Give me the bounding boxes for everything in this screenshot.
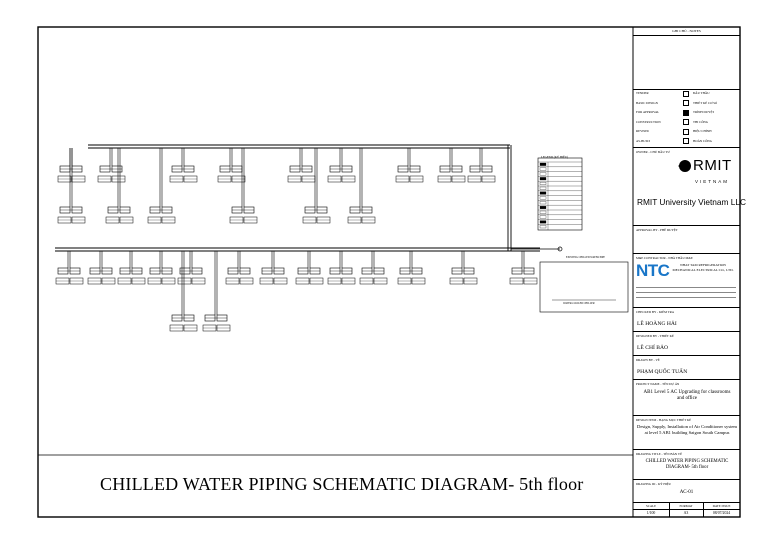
legend-symbol [539,186,547,190]
notes-area-line [633,89,740,90]
equipment-note: WATER-COOLED CHILLER [563,302,595,305]
fan-coil-units [55,148,538,332]
status-divider [633,147,740,148]
project-divider [633,415,740,416]
legend-symbol [539,167,547,171]
contractor-address-lines [636,284,736,298]
designed-divider [633,355,740,356]
contractor-logo: NTC [636,261,670,280]
contractor-label: M&E CONTRACTOR - NHÀ THẦU M&E [636,256,693,260]
scale-value: 1/100 [646,511,656,515]
drawing-title: CHILLED WATER PIPING SCHEMATIC DIAGRAM- … [645,459,729,470]
contractor-divider [633,307,740,308]
status-item-label-vi: THIẾT KẾ CƠ SỞ [693,100,718,105]
owner-logo: RMIT [693,157,732,174]
checked-by-label: CHECKED BY - KIỂM TRA [636,310,675,314]
drawn-by: PHẠM QUỐC TUẤN [637,369,688,375]
approval-label: APPROVAL BY - PHÊ DUYỆT [636,228,678,232]
legend-symbol [539,220,547,224]
designed-by-label: DESIGNED BY - THIẾT KẾ [636,334,674,338]
date-value: 08/07/2024 [712,511,731,515]
upper-header-pipe [88,144,510,149]
status-item-label: CONSTRUCTION [636,119,661,124]
approval-divider [633,253,740,254]
legend-symbol [539,191,547,195]
format-label: FORMAT [679,504,693,508]
drawing-title-label: DRAWING TITLE - TÊN BẢN VẼ [636,452,683,456]
owner-logo-sub: VIETNAM [695,179,730,184]
legend-symbol [539,201,547,205]
legend-symbol [539,225,547,229]
legend-box [537,157,583,231]
project-name: AB1 Level 5 AC Upgrading for classrooms … [643,390,731,401]
status-item-label: REVISED [636,129,650,133]
checked-by: LÊ HOÀNG HẢI [637,321,677,327]
piping-schematic [55,144,563,332]
status-checkbox [683,119,689,125]
drawn-divider [633,379,740,380]
drawing-title-divider [633,479,740,480]
legend-symbol [539,210,547,214]
riser-note: EXISTING CHILLED WATER PIPE [566,256,605,259]
status-item-label-vi: TRÌNH DUYỆT [693,110,715,114]
legend-symbol [539,215,547,219]
riser-pipe [507,145,512,251]
status-checkbox [683,100,689,106]
status-checklist: TENDER ĐẤU THẦU BASIC DESIGN THIẾT KẾ CƠ SỞ… [633,89,740,149]
checked-divider [633,331,740,332]
owner-divider [633,225,740,226]
status-item-label: AS-BUILT [636,138,651,143]
design-item: Design, Supply, Installation of Air Cond… [637,424,737,435]
design-item-label: DESIGN ITEM - HẠNG MỤC THIẾT KẾ [636,418,692,422]
status-item-label: BASIC DESIGN [636,100,658,105]
format-value: A3 [683,511,689,515]
status-checkbox [683,90,689,97]
owner-name: RMIT University Vietnam LLC [637,197,746,207]
legend-symbol [539,196,547,200]
drawn-by-label: DRAWN BY - VẼ [636,358,660,362]
legend-title: LEGEND (KÝ HIỆU) [541,155,568,159]
designed-by: LÊ CHÍ BẢO [637,345,669,351]
status-checkbox [683,128,689,135]
status-item-label: FOR APPROVAL [636,110,660,114]
status-item-label-vi: ĐẤU THẦU [693,91,710,95]
legend-symbol [539,206,547,209]
contractor-name: NHAT TAM REFRIGERATION MECHANICAL ELECTR… [672,263,734,272]
status-item-label-vi: HIỆU CHỈNH [693,129,712,133]
drawing-caption: CHILLED WATER PIPING SCHEMATIC DIAGRAM- … [100,474,584,494]
status-item-label-vi: THI CÔNG [693,119,709,124]
status-item-label: TENDER [636,91,649,95]
notes-header: GHI CHÚ - NOTES [672,29,701,33]
drawing-no-label: DRAWING ID - KÝ HIỆU [636,482,671,486]
title-block: GHI CHÚ - NOTES TENDER ĐẤU THẦU BASIC DESI… [633,27,746,517]
rmit-logo-icon [677,159,691,173]
drawing-no: AC-01 [679,490,694,495]
lower-header-pipe [55,247,540,252]
legend-symbol [539,182,547,185]
design-item-divider [633,449,740,450]
legend-symbol [539,172,547,176]
status-checkbox [683,109,689,116]
project-label: PROJECT NAME - TÊN DỰ ÁN [636,382,680,386]
notes-header-line [633,35,740,36]
legend-symbol [539,162,547,166]
status-checkbox [683,138,689,144]
status-item-label-vi: HOÀN CÔNG [693,138,713,143]
scale-row-divider [633,509,740,510]
equipment-box [539,261,629,313]
legend-symbol [539,177,547,181]
legend-rows [538,161,582,230]
drawing-no-divider [633,502,740,503]
date-label: DATE ISSUE [712,504,731,508]
connection-pipe [511,246,563,252]
scale-label: SCALE [645,504,657,508]
owner-label: OWNER - CHỦ ĐẦU TƯ [636,150,670,154]
